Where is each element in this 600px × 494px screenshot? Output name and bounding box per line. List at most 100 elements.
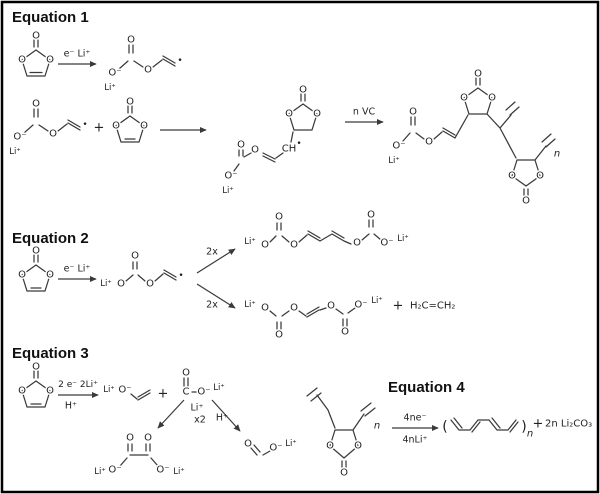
double-bond-lines [127,443,151,452]
carbon-label: C [183,387,190,398]
lithium-label: Li⁺ [222,186,234,196]
oxygen-anion-label: O⁻ [354,300,367,311]
oxygen-anion-label: O⁻ [224,171,237,182]
oxygen-label: O [251,145,259,156]
poly-vc-reactant-molecule: O O O n [306,387,380,480]
lithium-label: Li⁺ [103,385,115,395]
equation-4-title: Equation 4 [388,379,465,396]
plus-sign: + [393,299,404,314]
arrow-label-2x: 2x [206,300,218,311]
oxygen-label: O [522,196,530,207]
bond-lines [21,49,51,77]
lithium-label: Li⁺ [9,147,21,157]
repeat-unit-n: n [527,429,533,440]
ethylene-formula: H₂C=CH₂ [410,301,455,312]
bond-lines [119,454,159,467]
oxygen-label: O [327,301,335,312]
bond-lines [269,233,382,245]
lithium-label: Li⁺ [173,467,185,477]
lithium-label: Li⁺ [100,279,112,289]
bond-lines [269,307,356,318]
bond-lines [115,115,145,143]
lithium-formate-molecule: O O⁻ Li⁺ [243,437,298,456]
repeat-unit-n: n [554,149,560,160]
branch-arrow-right [211,399,241,432]
oxygen-label: O [131,251,139,262]
bond-lines [130,392,151,401]
vinylene-carbonate-molecule-2: O O O [111,95,150,143]
lithium-label: Li⁺ [397,234,409,244]
oxygen-label: O [32,99,40,110]
double-bond-lines [410,77,529,197]
double-bond-lines [124,105,136,140]
double-bond-lines [238,93,306,163]
repeat-unit-n: n [374,421,380,432]
double-bond-lines [250,444,261,456]
open-paren: ( [442,419,447,435]
bond-lines [233,103,318,172]
lithium-label: Li⁺ [388,156,400,166]
oxygen-anion-label: O⁻ [156,465,169,476]
vinylene-dicarbonate-molecule: Li⁺ O O O O O O⁻ Li⁺ [243,295,385,343]
double-bond-lines [276,306,348,330]
double-bond-lines [137,389,151,398]
oxygen-label: O [49,129,57,140]
oxygen-label: O [18,386,26,397]
oxygen-anion-label: O⁻ [108,465,121,476]
oxygen-label: O [146,279,154,290]
ch-label: CH [282,144,297,155]
oxygen-label: O [341,327,349,338]
plus-sign: + [533,417,544,432]
vc-radical-anion-molecule: O O⁻ Li⁺ O • [103,33,184,95]
oxygen-anion-label: O⁻ [108,68,121,79]
bond-lines [118,58,176,70]
oxygen-label: O [46,270,54,281]
double-bond-lines [29,39,43,74]
oxygen-label: O [32,362,40,373]
lithium-label: Li⁺ [371,296,383,306]
branch-arrow-left [157,399,185,429]
arrow-label-e-li: e⁻ Li⁺ [64,264,91,275]
oxygen-label: O [144,433,152,444]
lithium-label: Li⁺ [213,383,225,393]
radical-dot: • [177,56,182,66]
plus-sign: + [94,121,105,136]
oxygen-label: O [409,107,417,118]
radical-dot: • [178,271,183,281]
arrow-label-h-plus: H⁺ [216,413,228,424]
double-bond-lines [453,417,519,433]
oxygen-label: O [140,121,148,132]
lithium-label: Li⁺ [244,300,256,310]
double-bond-lines [30,370,42,405]
arrow-label-x2: x2 [194,415,206,426]
polyacetylene-molecule: ( ) n [442,417,533,440]
arrow-label-4nli: 4nLi⁺ [402,435,427,446]
lithium-enolate-molecule: Li⁺ O⁻ [102,383,151,401]
oxygen-label: O [367,210,375,221]
arrow-label-2e-2li: 2 e⁻ 2Li⁺ [58,380,98,390]
bond-lines [125,272,177,282]
radical-dot: • [82,120,87,130]
branch-arrow-up [196,248,236,274]
vc-radical-anion-molecule-2: O O⁻ Li⁺ O • [8,97,89,159]
arrow-label-li: Li⁺ [191,403,204,414]
vinylene-carbonate-molecule-3: O O O [17,244,56,292]
equation-3-title: Equation 3 [12,345,89,362]
oxygen-label: O [275,212,283,223]
oxygen-label: O [488,93,496,104]
lithium-label: Li⁺ [104,83,116,93]
equation-3: Equation 3 O O O 2 e⁻ 2Li⁺ H⁺ Li⁺ O⁻ + O… [12,345,298,479]
oxygen-label: O [32,31,40,42]
bond-lines [306,387,376,459]
arrow-label-2x: 2x [206,247,218,258]
double-bond-lines [128,44,176,64]
oxygen-label: O [290,240,298,251]
oxygen-label: O [261,240,269,251]
oxygen-label: O [117,279,125,290]
oxygen-label: O [32,246,40,257]
oxygen-label: O [508,171,516,182]
close-paren: ) [521,419,526,435]
